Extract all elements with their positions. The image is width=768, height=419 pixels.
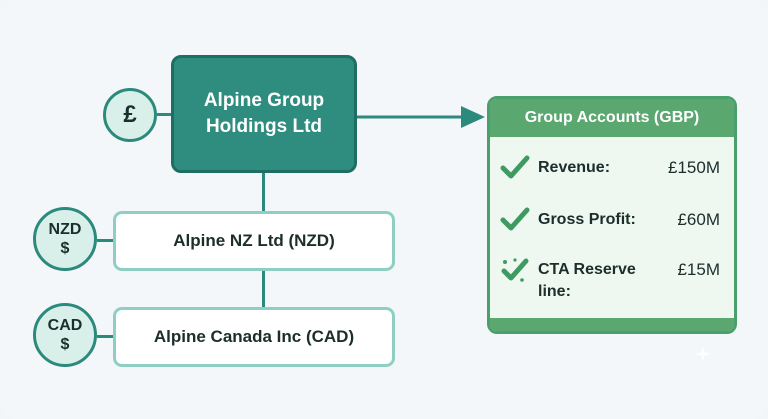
gross-profit-label: Gross Profit:: [538, 211, 636, 228]
subsidiary-name-canada: Alpine Canada Inc (CAD): [153, 327, 355, 346]
gbp-currency-badge: £: [103, 88, 157, 142]
group-accounts-title: Group Accounts (GBP): [490, 99, 734, 137]
nzd-currency-badge: NZD $: [33, 207, 97, 271]
sparkle-check-icon: [501, 258, 529, 282]
connector-nz-to-canada: [262, 271, 265, 307]
connector-cad-badge: [97, 335, 113, 338]
connector-parent-to-nz: [262, 173, 265, 211]
revenue-label: Revenue:: [538, 159, 611, 176]
cta-reserve-label: CTA Reserve line:: [538, 261, 636, 300]
check-icon: [500, 155, 530, 179]
group-accounts-footer: [490, 318, 734, 331]
subsidiary-name-nz: Alpine NZ Ltd (NZD): [173, 231, 335, 250]
nzd-symbol: $: [60, 240, 70, 257]
cad-currency-badge: CAD $: [33, 303, 97, 367]
group-accounts-panel: Group Accounts (GBP) Revenue: £150M Gros…: [487, 96, 737, 334]
gross-profit-value: £60M: [677, 210, 720, 229]
check-icon: [500, 207, 530, 231]
consolidation-arrow-icon: [357, 106, 485, 128]
revenue-value: £150M: [668, 158, 720, 177]
pound-symbol: £: [123, 101, 137, 128]
parent-name-line2: Holdings Ltd: [205, 116, 323, 137]
parent-company-node: Alpine Group Holdings Ltd: [171, 55, 357, 173]
cta-reserve-value: £15M: [677, 260, 720, 279]
sparkle-icon: [695, 346, 711, 362]
parent-name-line1: Alpine Group: [203, 90, 325, 111]
nzd-code: NZD: [48, 221, 82, 238]
cad-code: CAD: [47, 317, 83, 334]
connector-gbp-badge: [157, 113, 171, 116]
subsidiary-node-canada: Alpine Canada Inc (CAD): [113, 307, 395, 367]
connector-nzd-badge: [97, 239, 113, 242]
cad-symbol: $: [60, 336, 70, 353]
subsidiary-node-nz: Alpine NZ Ltd (NZD): [113, 211, 395, 271]
